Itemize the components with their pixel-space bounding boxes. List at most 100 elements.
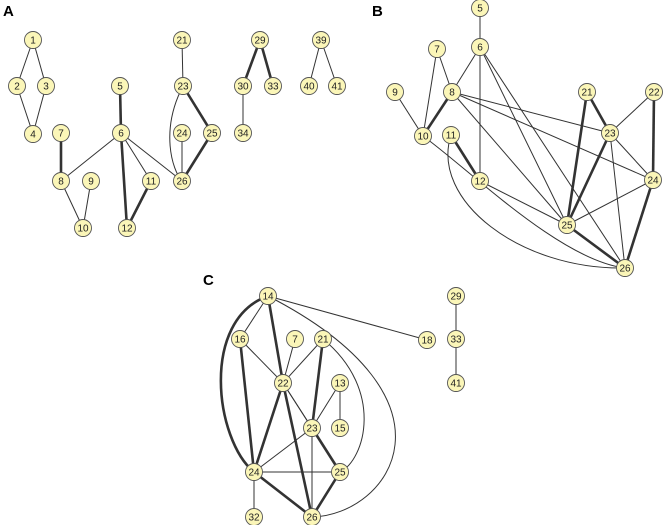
edge-b-24-25 <box>566 179 654 226</box>
node-circle <box>234 124 252 142</box>
node-circle <box>314 330 332 348</box>
node-label: 32 <box>248 513 260 524</box>
node-circle <box>331 419 349 437</box>
node-label: 21 <box>176 36 188 47</box>
node-label: 23 <box>177 82 189 93</box>
edge-a-6-26 <box>120 132 183 182</box>
node-a-5: 5 <box>111 77 129 95</box>
node-label: 15 <box>334 424 346 435</box>
node-label: 41 <box>331 82 343 93</box>
node-label: 5 <box>117 82 123 93</box>
node-c-22: 22 <box>274 374 292 392</box>
node-b-7: 7 <box>428 40 446 58</box>
node-b-21: 21 <box>578 83 596 101</box>
node-c-32: 32 <box>245 508 263 525</box>
node-a-34: 34 <box>234 124 252 142</box>
node-label: 6 <box>118 129 124 140</box>
edge-b-23-24 <box>609 132 654 181</box>
node-label: 1 <box>30 36 36 47</box>
node-label: 24 <box>248 468 260 479</box>
node-c-29: 29 <box>447 287 465 305</box>
node-label: 30 <box>237 82 249 93</box>
node-label: 7 <box>58 129 64 140</box>
node-label: 12 <box>474 177 486 188</box>
node-circle <box>558 216 576 234</box>
node-circle <box>312 31 330 49</box>
node-circle <box>52 172 70 190</box>
node-label: 6 <box>477 43 483 54</box>
edge-b-22-23 <box>609 91 655 134</box>
node-label: 21 <box>317 335 329 346</box>
node-a-23: 23 <box>174 77 192 95</box>
edge-b-23-26 <box>609 132 626 269</box>
node-label: 7 <box>434 45 440 56</box>
node-circle <box>24 31 42 49</box>
node-circle <box>74 219 92 237</box>
edge-b-8-25 <box>451 91 568 226</box>
node-circle <box>112 124 130 142</box>
node-b-6: 6 <box>471 38 489 56</box>
node-label: 10 <box>77 224 89 235</box>
node-b-22: 22 <box>645 83 663 101</box>
node-label: 23 <box>306 424 318 435</box>
node-c-24: 24 <box>245 463 263 481</box>
node-b-23: 23 <box>601 124 619 142</box>
edge-a-6-12 <box>119 132 129 229</box>
node-a-10: 10 <box>74 219 92 237</box>
node-a-24: 24 <box>173 124 191 142</box>
node-circle <box>234 77 252 95</box>
node-a-26: 26 <box>173 172 191 190</box>
node-circle <box>8 77 26 95</box>
edge-b-6-25 <box>479 46 568 226</box>
node-circle <box>37 77 55 95</box>
node-label: 18 <box>421 336 433 347</box>
node-label: 9 <box>392 88 398 99</box>
node-circle <box>245 508 263 525</box>
edge-c-16-22 <box>239 338 284 384</box>
node-label: 33 <box>267 82 279 93</box>
node-label: 34 <box>237 129 249 140</box>
node-b-9: 9 <box>386 83 404 101</box>
edge-a-23-25 <box>181 85 214 134</box>
edge-b-24-26 <box>623 179 655 269</box>
node-circle <box>264 77 282 95</box>
node-circle <box>601 124 619 142</box>
edge-a-25-26 <box>180 132 214 182</box>
node-circle <box>447 330 465 348</box>
node-label: 10 <box>417 132 429 143</box>
edge-c-22-24 <box>252 382 285 473</box>
node-circle <box>645 83 663 101</box>
node-a-4: 4 <box>24 125 42 143</box>
node-a-25: 25 <box>203 124 221 142</box>
node-circle <box>142 172 160 190</box>
node-circle <box>386 83 404 101</box>
node-label: 3 <box>43 82 49 93</box>
node-label: 11 <box>446 131 457 142</box>
edge-b-8-24 <box>451 91 654 181</box>
node-b-11: 11 <box>442 126 460 144</box>
node-label: 24 <box>176 129 188 140</box>
node-label: 12 <box>121 224 133 235</box>
node-c-15: 15 <box>331 419 349 437</box>
node-a-8: 8 <box>52 172 70 190</box>
node-label: 4 <box>30 130 36 141</box>
edge-c-21-22 <box>282 338 324 384</box>
node-circle <box>328 77 346 95</box>
node-c-14: 14 <box>259 287 277 305</box>
node-c-25: 25 <box>331 463 349 481</box>
edge-b-7-10 <box>422 48 438 137</box>
node-circle <box>418 331 436 349</box>
node-a-33: 33 <box>264 77 282 95</box>
node-circle <box>303 508 321 525</box>
node-circle <box>300 77 318 95</box>
node-a-40: 40 <box>300 77 318 95</box>
node-a-6: 6 <box>112 124 130 142</box>
node-c-21: 21 <box>314 330 332 348</box>
node-circle <box>578 83 596 101</box>
